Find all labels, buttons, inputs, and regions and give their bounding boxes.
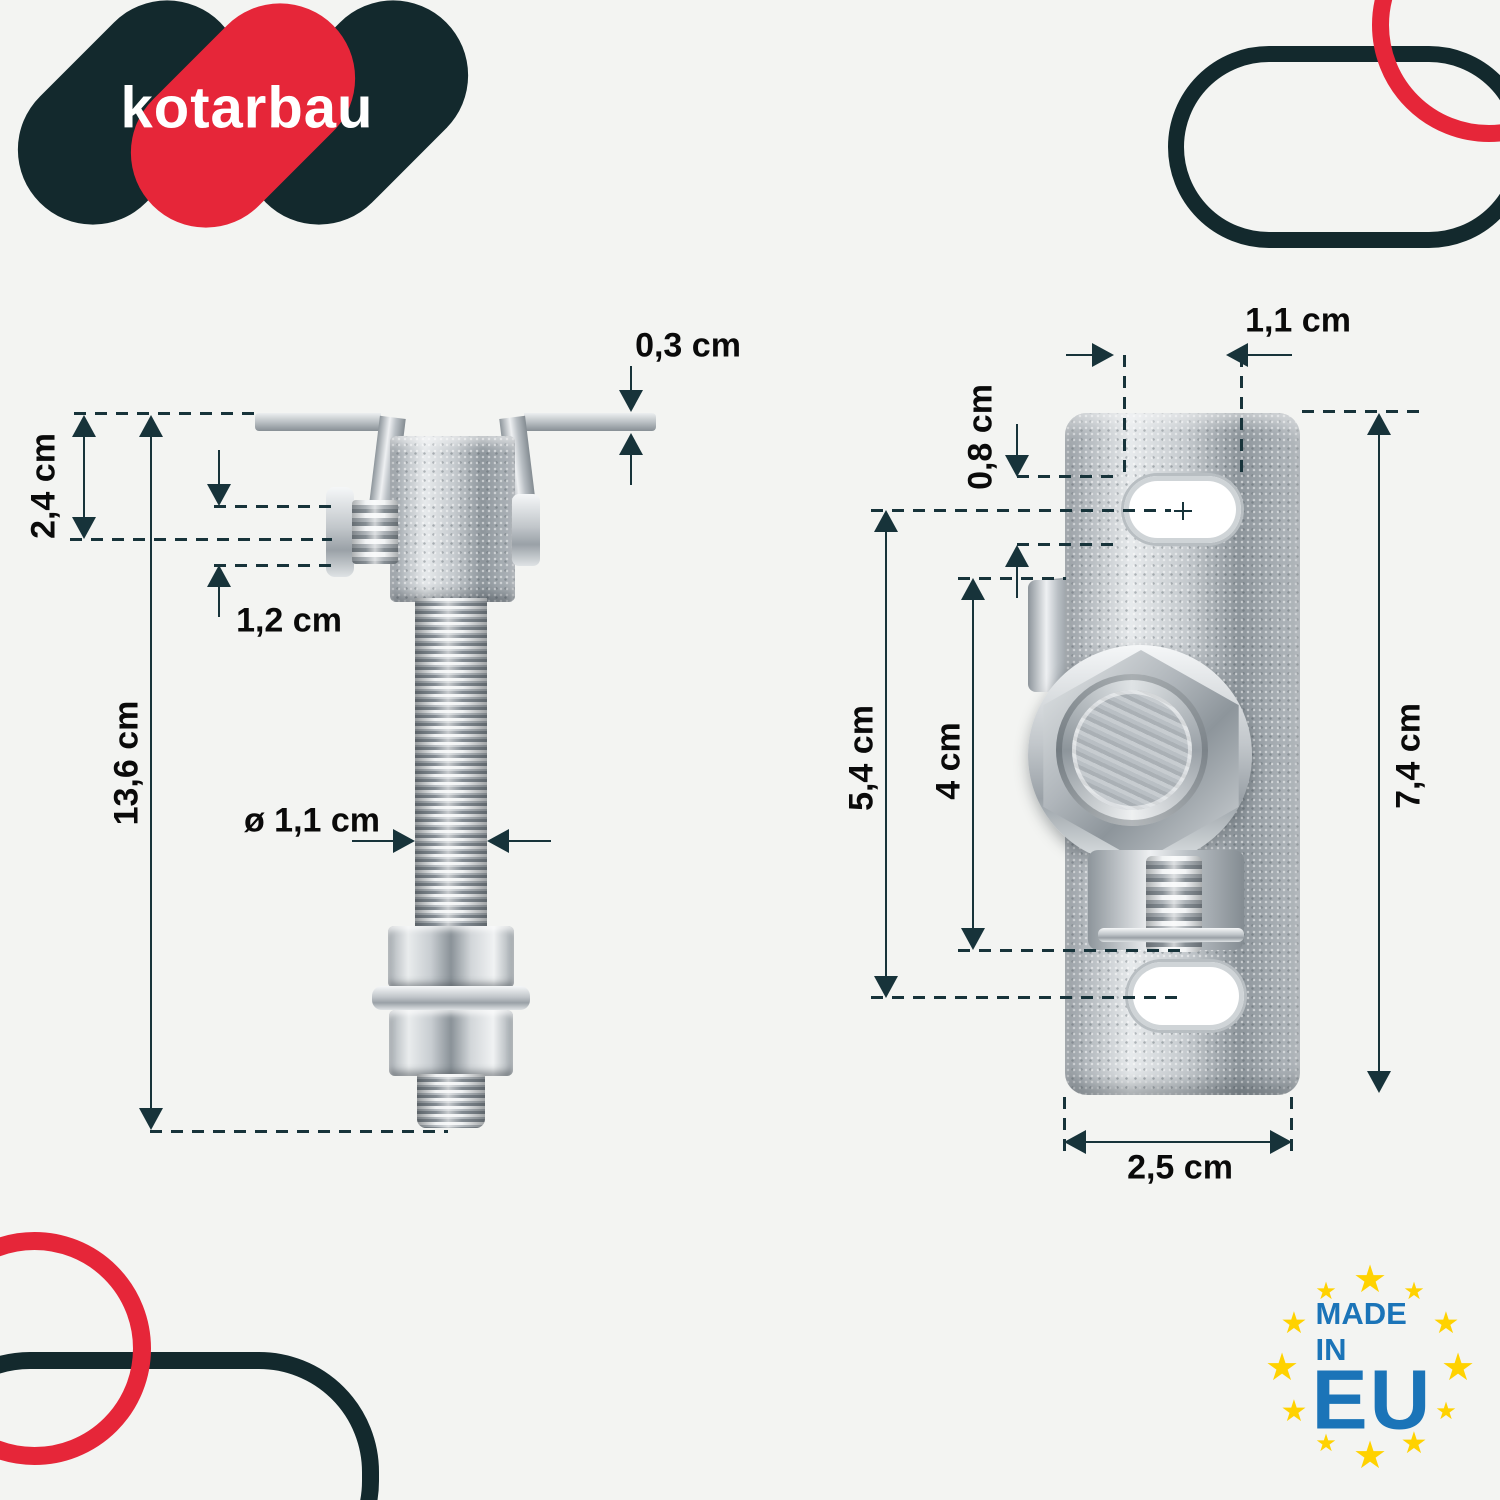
dim-label-hole-spacing-inner: 4 cm	[929, 722, 968, 800]
arrow-down	[961, 928, 985, 950]
arrow-right	[393, 829, 415, 853]
eu-star-icon: ★	[1280, 1395, 1308, 1428]
arrow-up	[874, 510, 898, 532]
arrow-down	[1367, 1071, 1391, 1093]
made-in-eu-badge: ★ ★ ★ ★ ★ ★ ★ ★ ★ ★ ★ ★ MADE IN EU	[1255, 1255, 1485, 1485]
eu-star-icon: ★	[1432, 1307, 1460, 1340]
adjusting-nut-upper	[388, 926, 514, 988]
arrow-down	[874, 976, 898, 998]
arrow-right	[1270, 1130, 1292, 1154]
arrow-up	[961, 578, 985, 600]
hinge-pin-washer	[1098, 928, 1244, 942]
arrow-up	[72, 415, 96, 437]
eu-star-icon: ★	[1315, 1430, 1337, 1457]
eu-star-icon: ★	[1352, 1435, 1388, 1477]
eu-star-icon: ★	[1400, 1427, 1428, 1460]
arrow-up	[207, 565, 231, 587]
eu-star-icon: ★	[1440, 1347, 1476, 1389]
eu-star-icon: ★	[1403, 1278, 1425, 1305]
threaded-rod	[415, 598, 487, 930]
arrow-down	[1005, 455, 1029, 477]
hinge-wing-right	[524, 413, 656, 431]
arrow-left	[1064, 1130, 1086, 1154]
arrow-up	[139, 415, 163, 437]
dim-label-pivot-washer: 1,2 cm	[236, 601, 342, 640]
badge-made-in-text: MADE IN	[1315, 1296, 1407, 1367]
eu-star-icon: ★	[1264, 1347, 1300, 1389]
dim-label-slot-height: 0,8 cm	[961, 384, 1000, 490]
arrow-down	[139, 1108, 163, 1130]
arrow-down	[207, 484, 231, 506]
pivot-bolt-head	[512, 494, 540, 566]
dim-label-plate-height: 7,4 cm	[1389, 703, 1428, 809]
dim-label-hole-spacing-outer: 5,4 cm	[842, 705, 881, 811]
dim-label-wing-thickness: 0,3 cm	[635, 326, 741, 365]
pivot-washer-flange	[326, 487, 354, 577]
arrow-left	[487, 829, 509, 853]
bolt-face	[1072, 690, 1192, 810]
arrow-down	[72, 517, 96, 539]
arrow-right	[1092, 343, 1114, 367]
eu-star-icon: ★	[1352, 1259, 1388, 1301]
pivot-washer-barrel	[352, 500, 398, 564]
hinge-body-block	[390, 436, 515, 602]
arrow-up	[619, 433, 643, 455]
brand-logo: kotarbau	[0, 0, 520, 260]
arrow-up	[1005, 545, 1029, 567]
eu-star-icon: ★	[1435, 1398, 1457, 1425]
arrow-left	[1226, 343, 1248, 367]
rod-washer	[372, 986, 530, 1010]
hinge-wing-left	[255, 413, 381, 431]
dim-label-bracket-height: 2,4 cm	[24, 433, 63, 539]
adjusting-nut-lower	[389, 1010, 513, 1076]
dim-label-total-length: 13,6 cm	[107, 700, 146, 826]
rod-bottom-stud	[417, 1074, 485, 1128]
badge-eu-text: EU	[1311, 1352, 1433, 1447]
arrow-down	[619, 390, 643, 412]
eu-star-icon: ★	[1280, 1307, 1308, 1340]
dim-label-slot-width: 1,1 cm	[1245, 301, 1351, 340]
logo-wordmark: kotarbau	[120, 75, 374, 141]
dim-label-rod-diameter: ø 1,1 cm	[243, 801, 381, 840]
dim-label-plate-width: 2,5 cm	[1127, 1148, 1233, 1187]
eu-star-icon: ★	[1315, 1278, 1337, 1305]
arrow-up	[1367, 413, 1391, 435]
